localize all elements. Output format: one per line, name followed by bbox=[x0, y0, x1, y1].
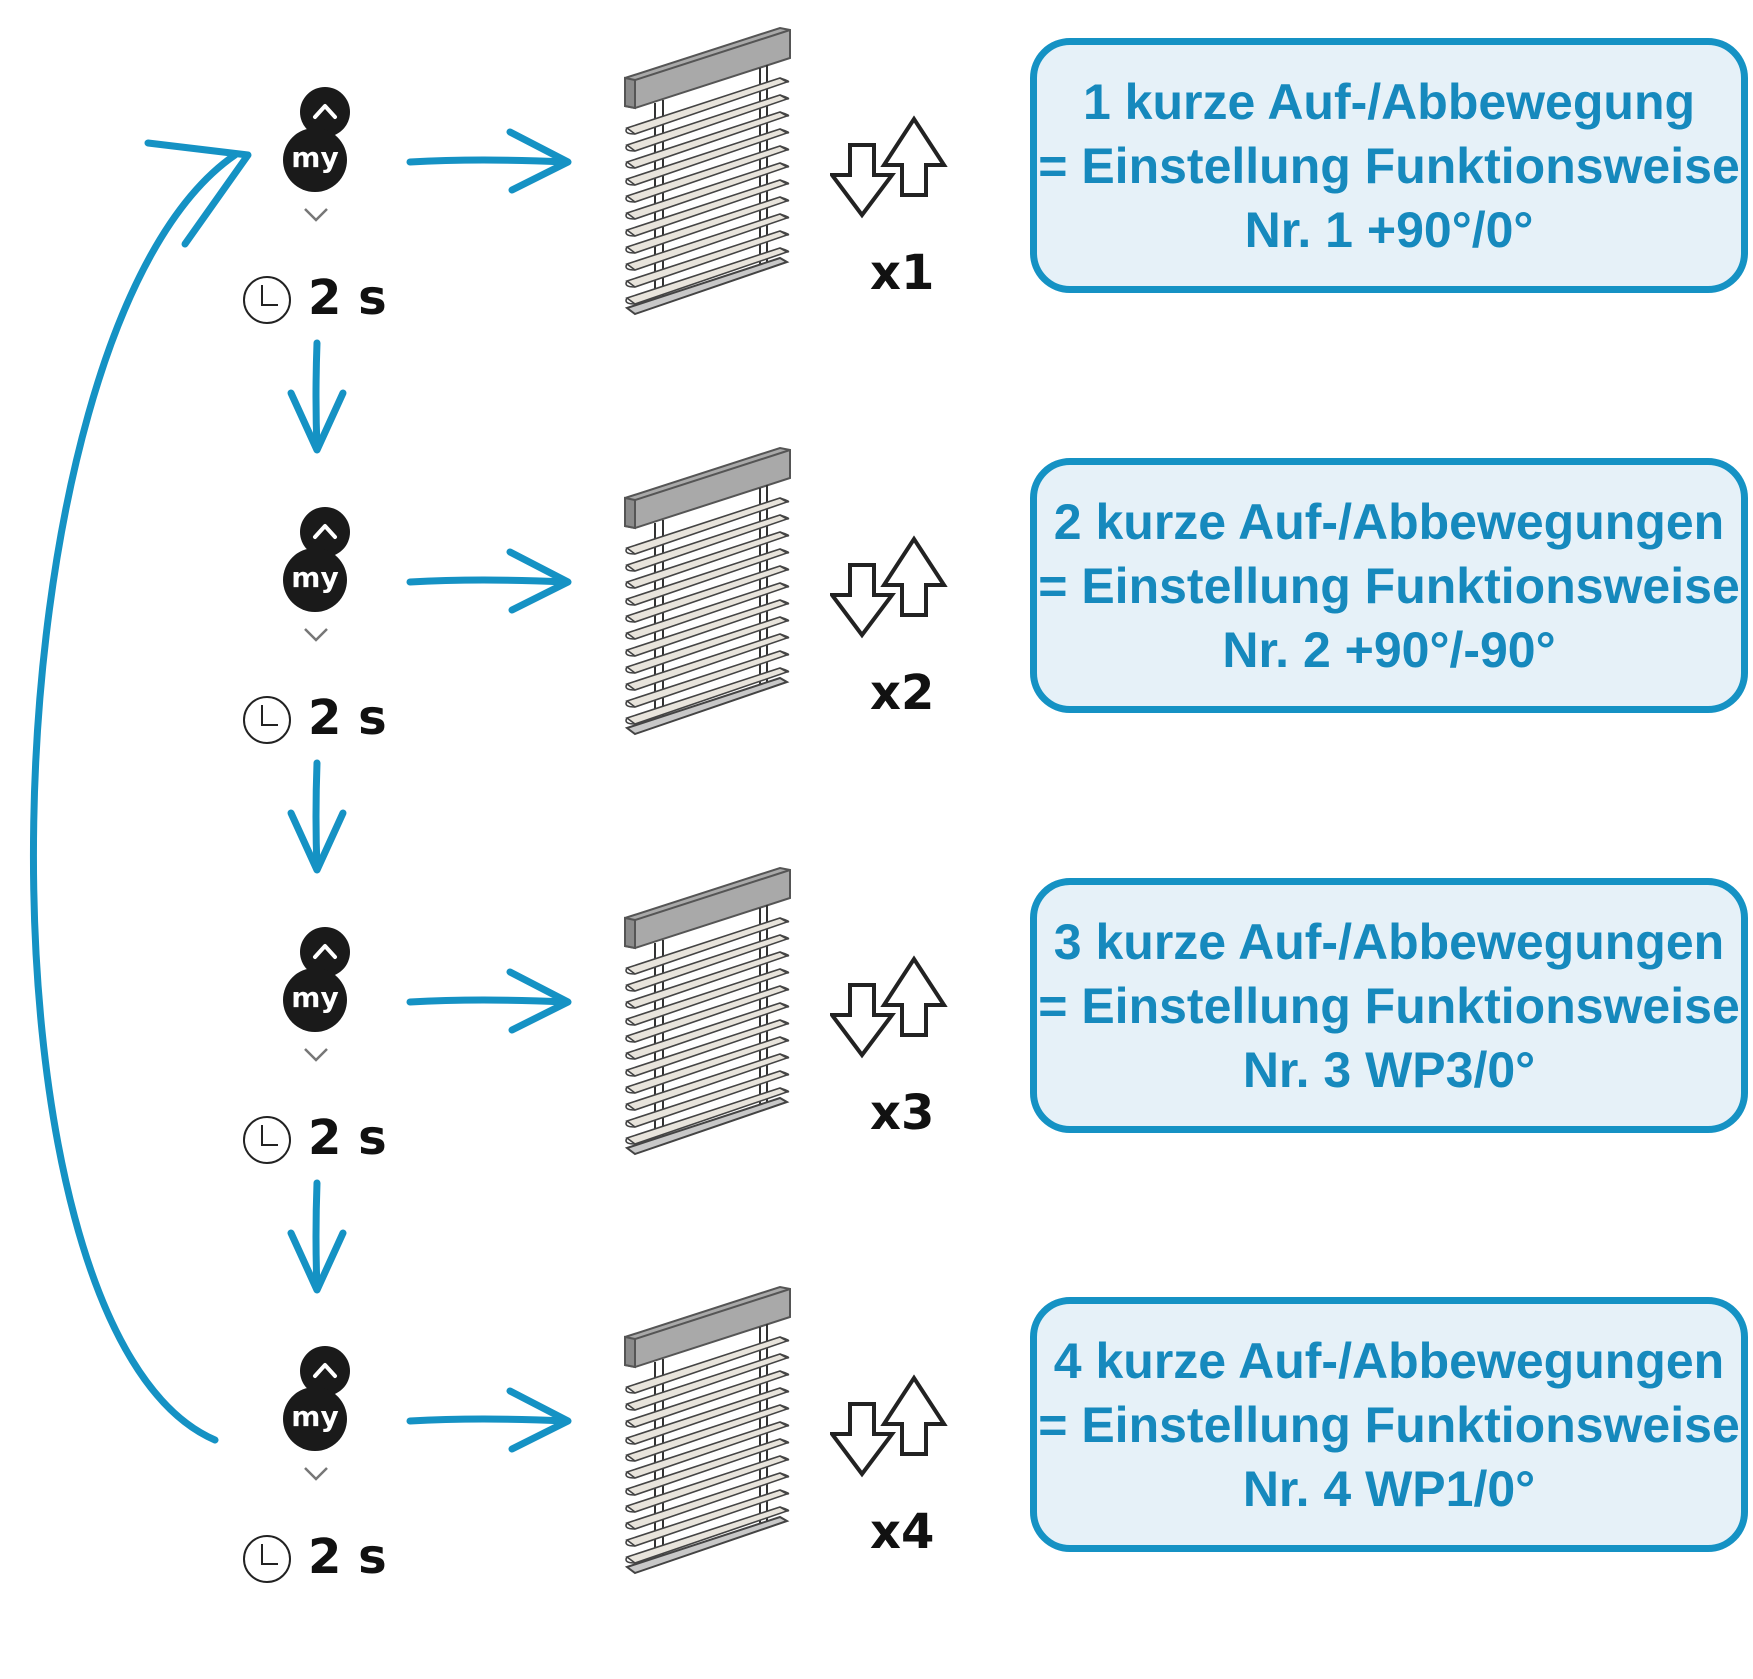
timer-label: 2 s bbox=[308, 270, 387, 326]
timer-label: 2 s bbox=[308, 1110, 387, 1166]
step-4: my 2 s x4 4 kurze Auf-/Abbewegungen = Einste… bbox=[0, 1259, 1753, 1679]
info-line-1: 1 kurze Auf-/Abbewegung bbox=[1082, 73, 1696, 130]
step-2: my 2 s x2 2 kurze Auf-/Abbewegungen = Einste… bbox=[0, 420, 1753, 874]
info-line-3: Nr. 1 +90°/0° bbox=[1244, 201, 1534, 258]
timer-label: 2 s bbox=[308, 1529, 387, 1585]
info-line-3: Nr. 3 WP3/0° bbox=[1242, 1041, 1536, 1098]
my-button[interactable]: my bbox=[283, 968, 347, 1032]
function-info-box: 1 kurze Auf-/Abbewegung = Einstellung Fun… bbox=[1030, 38, 1748, 293]
function-info-box: 3 kurze Auf-/Abbewegungen = Einstellung F… bbox=[1030, 878, 1748, 1133]
clock-icon bbox=[243, 696, 291, 744]
right-arrow bbox=[406, 968, 572, 1034]
movement-count: x4 bbox=[870, 1504, 935, 1560]
chevron-up-icon bbox=[313, 104, 337, 119]
right-arrow bbox=[406, 548, 572, 614]
chevron-up-icon bbox=[313, 1363, 337, 1378]
wait-timer: 2 s bbox=[240, 1110, 400, 1170]
chevron-down-icon bbox=[304, 208, 328, 222]
down-button[interactable] bbox=[302, 1045, 330, 1069]
info-line-2: = Einstellung Funktionsweise bbox=[1038, 1396, 1740, 1453]
timer-label: 2 s bbox=[308, 690, 387, 746]
right-arrow bbox=[406, 128, 572, 194]
chevron-up-icon bbox=[313, 524, 337, 539]
info-line-1: 4 kurze Auf-/Abbewegungen bbox=[1053, 1332, 1725, 1389]
chevron-down-icon bbox=[304, 628, 328, 642]
step-1: my 2 s x1 1 kurze Auf-/Abbewegung = Einstell… bbox=[0, 0, 1753, 454]
down-button[interactable] bbox=[302, 1464, 330, 1488]
clock-icon bbox=[243, 276, 291, 324]
wait-timer: 2 s bbox=[240, 1529, 400, 1589]
info-line-1: 3 kurze Auf-/Abbewegungen bbox=[1053, 913, 1725, 970]
venetian-blind-icon bbox=[624, 446, 791, 736]
my-button[interactable]: my bbox=[283, 1387, 347, 1451]
step-3: my 2 s x3 3 kurze Auf-/Abbewegungen = Einste… bbox=[0, 840, 1753, 1294]
up-down-arrows-icon bbox=[830, 1374, 948, 1478]
venetian-blind-icon bbox=[624, 866, 791, 1156]
down-button[interactable] bbox=[302, 205, 330, 229]
wait-timer: 2 s bbox=[240, 270, 400, 330]
chevron-down-icon bbox=[304, 1048, 328, 1062]
info-line-3: Nr. 4 WP1/0° bbox=[1242, 1460, 1536, 1517]
info-line-2: = Einstellung Funktionsweise bbox=[1038, 977, 1740, 1034]
info-line-2: = Einstellung Funktionsweise bbox=[1038, 557, 1740, 614]
down-arrow bbox=[287, 1179, 347, 1294]
movement-count: x1 bbox=[870, 245, 935, 301]
right-arrow bbox=[406, 1387, 572, 1453]
venetian-blind-icon bbox=[624, 26, 791, 316]
info-line-2: = Einstellung Funktionsweise bbox=[1038, 137, 1740, 194]
info-line-3: Nr. 2 +90°/-90° bbox=[1222, 621, 1556, 678]
function-info-box: 4 kurze Auf-/Abbewegungen = Einstellung F… bbox=[1030, 1297, 1748, 1552]
info-line-1: 2 kurze Auf-/Abbewegungen bbox=[1053, 493, 1725, 550]
movement-count: x3 bbox=[870, 1085, 935, 1141]
down-arrow bbox=[287, 339, 347, 454]
chevron-down-icon bbox=[304, 1467, 328, 1481]
clock-icon bbox=[243, 1535, 291, 1583]
my-button[interactable]: my bbox=[283, 128, 347, 192]
diagram: my 2 s x1 1 kurze Auf-/Abbewegung = Einstell… bbox=[0, 0, 1753, 1585]
up-down-arrows-icon bbox=[830, 955, 948, 1059]
chevron-up-icon bbox=[313, 944, 337, 959]
clock-icon bbox=[243, 1116, 291, 1164]
loop-back-arrow bbox=[29, 139, 252, 1444]
my-button[interactable]: my bbox=[283, 548, 347, 612]
wait-timer: 2 s bbox=[240, 690, 400, 750]
down-button[interactable] bbox=[302, 625, 330, 649]
movement-count: x2 bbox=[870, 665, 935, 721]
up-down-arrows-icon bbox=[830, 115, 948, 219]
venetian-blind-icon bbox=[624, 1285, 791, 1575]
down-arrow bbox=[287, 759, 347, 874]
function-info-box: 2 kurze Auf-/Abbewegungen = Einstellung F… bbox=[1030, 458, 1748, 713]
up-down-arrows-icon bbox=[830, 535, 948, 639]
